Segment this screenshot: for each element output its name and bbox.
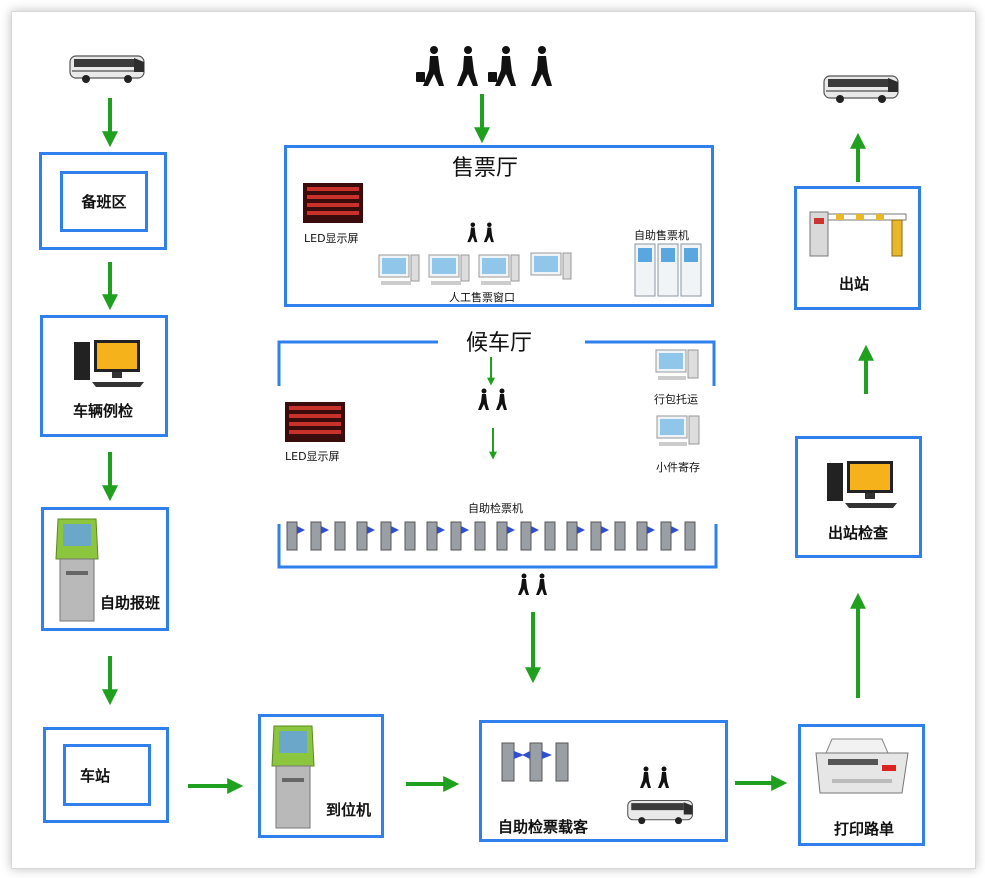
- manual-window-label: 人工售票窗口: [449, 291, 515, 304]
- vehicle-inspection-label: 车辆例检: [73, 402, 134, 420]
- self-check-board-box: [479, 720, 728, 842]
- computer-icon: [74, 340, 144, 387]
- self-check-machine-label: 自助检票机: [468, 502, 523, 515]
- pedestrians-icon: [518, 573, 547, 595]
- self-ticket-machine-label: 自助售票机: [634, 229, 689, 242]
- waiting-hall-title: 候车厅: [460, 325, 539, 357]
- bus-icon: [69, 55, 145, 83]
- kiosk-icon: [55, 518, 99, 622]
- print-waybill-label: 打印路单: [834, 820, 895, 838]
- waiting-hall-led-label: LED显示屏: [285, 450, 340, 463]
- computer-icon: [655, 349, 699, 380]
- pedestrians-icon: [416, 46, 552, 86]
- kiosk-icon: [271, 725, 315, 829]
- ticket-hall-title: 售票厅: [446, 150, 525, 182]
- self-check-board-label: 自助检票载客: [498, 818, 589, 836]
- computer-icon: [656, 415, 700, 446]
- led-screen-icon: [303, 183, 363, 223]
- exit-check-label: 出站检查: [828, 524, 889, 542]
- exit-check-box: [795, 436, 922, 558]
- pedestrians-icon: [467, 222, 494, 243]
- pedestrians-icon: [478, 388, 507, 410]
- ticket-gate-icon: [501, 742, 569, 782]
- station-label: 车站: [63, 744, 151, 806]
- bus-icon: [823, 75, 899, 103]
- self-report-label: 自助报班: [100, 594, 161, 612]
- ticket-machines-icon: [634, 243, 702, 297]
- led-screen-icon: [285, 402, 345, 442]
- luggage-label: 行包托运: [654, 393, 698, 406]
- standby-area-label: 备班区: [60, 171, 148, 232]
- bus-icon: [627, 799, 694, 825]
- computer-icon: [827, 461, 897, 508]
- exit-label: 出站: [839, 275, 870, 293]
- arrival-machine-label: 到位机: [326, 801, 372, 819]
- ticket-hall-led-label: LED显示屏: [304, 232, 359, 245]
- printer-icon: [815, 738, 909, 794]
- vehicle-inspection-box: [40, 315, 168, 437]
- pedestrians-icon: [640, 766, 669, 788]
- ticket-window-computers-icon: [378, 252, 572, 285]
- storage-label: 小件寄存: [656, 461, 700, 474]
- ticket-gates-row-icon: [286, 521, 696, 551]
- barrier-gate-icon: [809, 211, 907, 257]
